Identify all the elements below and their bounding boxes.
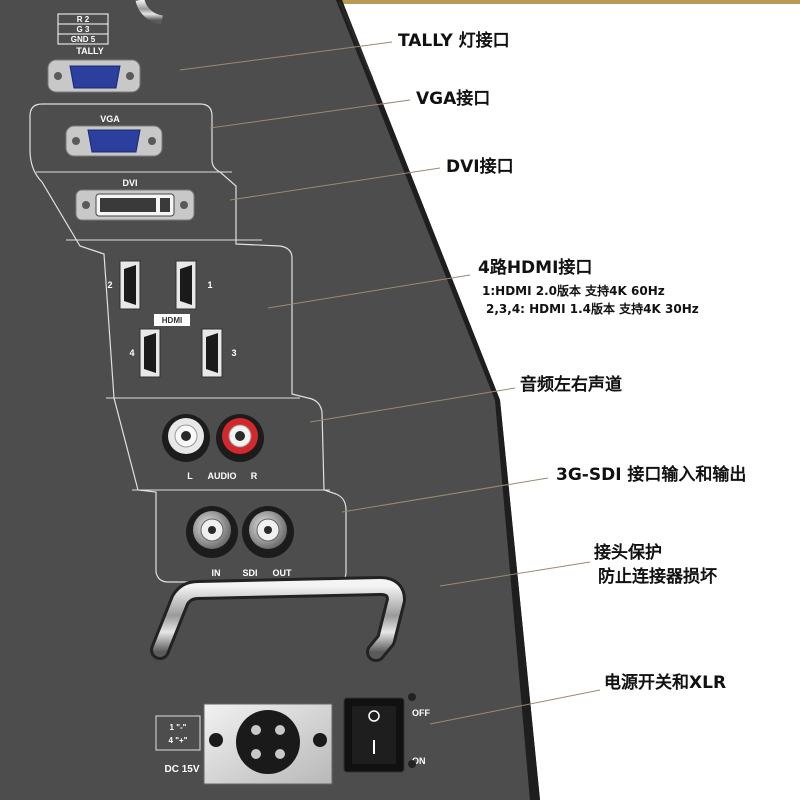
audio-section: L AUDIO R: [162, 414, 264, 481]
sdi-out-port[interactable]: [242, 506, 294, 558]
power-switch[interactable]: [343, 697, 405, 773]
hdmi-label-4: 4: [129, 348, 134, 358]
callout-sdi: 3G-SDI 接口输入和输出: [556, 465, 747, 485]
callout-vga: VGA接口: [416, 89, 491, 109]
top-border: [0, 0, 800, 4]
rca-left-jack[interactable]: [162, 414, 210, 462]
xlr-pin-top: 1 "-": [170, 723, 187, 732]
callout-power: 电源开关和XLR: [604, 673, 727, 693]
screw-right-icon: [313, 733, 327, 747]
dvi-section: DVI: [75, 178, 195, 221]
power-section: 1 "-" 4 "+" DC 15V OFF ON: [155, 693, 430, 785]
callout-audio: 音频左右声道: [520, 375, 622, 395]
hdmi-label-2: 2: [107, 280, 112, 290]
top-handle: [135, 0, 164, 25]
hdmi-label-3: 3: [231, 348, 236, 358]
hdmi-port-3[interactable]: [201, 328, 223, 378]
callout-guard-1: 接头保护: [594, 543, 662, 563]
sdi-in-port[interactable]: [186, 506, 238, 558]
sdi-section: IN SDI OUT: [186, 506, 294, 578]
tally-label: TALLY: [76, 46, 104, 56]
tally-pin-1: R 2: [77, 15, 90, 24]
audio-right-label: R: [251, 471, 258, 481]
callout-hdmi-note-2: 2,3,4: HDMI 1.4版本 支持4K 30Hz: [486, 302, 699, 316]
sdi-label: SDI: [242, 568, 257, 578]
dvi-label: DVI: [122, 178, 137, 188]
hdmi-port-4[interactable]: [139, 328, 161, 378]
tally-port[interactable]: [69, 65, 121, 89]
sdi-in-label: IN: [212, 568, 221, 578]
vga-section: VGA: [65, 114, 163, 157]
port-group-frame: [29, 103, 347, 583]
xlr-port[interactable]: [236, 710, 300, 774]
sdi-out-label: OUT: [273, 568, 293, 578]
callout-dvi: DVI接口: [446, 157, 514, 177]
vga-port[interactable]: [87, 129, 141, 153]
switch-on-label: ON: [412, 756, 426, 766]
hdmi-label: HDMI: [162, 316, 182, 325]
callout-guard-2: 防止连接器损坏: [598, 567, 717, 587]
hdmi-section: 2 1 HDMI 4 3: [107, 260, 237, 378]
dc-label: DC 15V: [164, 764, 199, 775]
callout-hdmi: 4路HDMI接口: [478, 258, 593, 278]
hdmi-port-1[interactable]: [175, 260, 197, 310]
tally-section: R 2 G 3 GND 5 TALLY: [47, 13, 141, 93]
rca-right-jack[interactable]: [216, 414, 264, 462]
callout-hdmi-note-1: 1:HDMI 2.0版本 支持4K 60Hz: [482, 284, 665, 298]
switch-off-label: OFF: [412, 708, 430, 718]
tally-pin-2: G 3: [77, 25, 90, 34]
hdmi-port-2[interactable]: [119, 260, 141, 310]
tally-pin-3: GND 5: [71, 35, 96, 44]
audio-left-label: L: [187, 471, 193, 481]
screw-left-icon: [209, 733, 223, 747]
panel-edge: [336, 0, 540, 800]
vga-label: VGA: [100, 114, 120, 124]
callout-tally: TALLY 灯接口: [398, 31, 510, 51]
xlr-pin-bottom: 4 "+": [169, 736, 188, 745]
hdmi-label-1: 1: [207, 280, 212, 290]
audio-label: AUDIO: [208, 471, 237, 481]
protective-handle: [150, 576, 406, 662]
leader-lines: [179, 41, 601, 725]
